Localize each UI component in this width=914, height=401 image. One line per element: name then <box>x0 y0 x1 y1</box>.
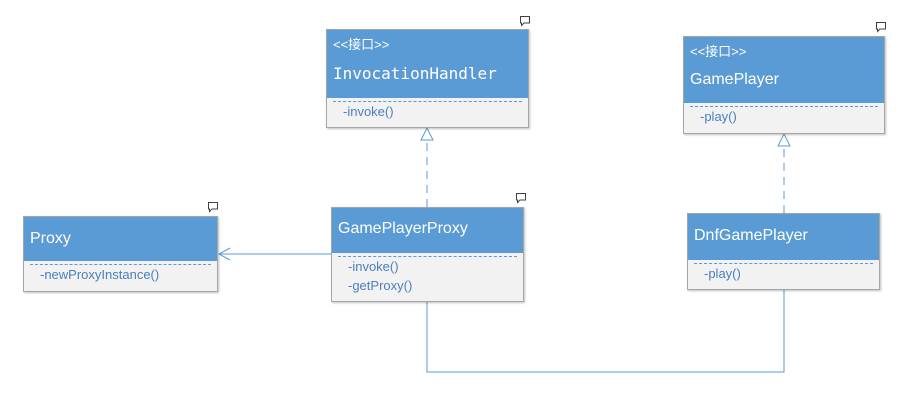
separator <box>30 264 211 265</box>
method-new-proxy-instance: -newProxyInstance() <box>40 267 160 282</box>
method-invoke: -invoke() <box>348 259 399 274</box>
class-name: Proxy <box>30 230 71 247</box>
stereotype-label: <<接口>> <box>333 37 390 52</box>
realization-arrowhead-gameplayer <box>777 132 791 147</box>
comment-icon[interactable] <box>515 192 527 204</box>
class-name: GamePlayer <box>690 71 779 88</box>
stereotype-label: <<接口>> <box>690 44 747 59</box>
class-proxy[interactable]: Proxy -newProxyInstance() <box>23 216 218 292</box>
separator <box>338 256 517 257</box>
separator <box>333 101 522 102</box>
separator <box>690 106 878 107</box>
method-play: -play() <box>704 266 741 281</box>
comment-icon[interactable] <box>519 15 531 27</box>
class-name: GamePlayerProxy <box>338 220 468 237</box>
class-name: DnfGamePlayer <box>694 227 808 244</box>
method-invoke: -invoke() <box>343 104 394 119</box>
class-dnf-game-player[interactable]: DnfGamePlayer -play() <box>687 213 880 290</box>
separator <box>694 263 873 264</box>
comment-icon[interactable] <box>207 201 219 213</box>
dependency-arrowhead-proxy <box>217 247 231 261</box>
class-invocation-handler[interactable]: <<接口>> InvocationHandler -invoke() <box>326 29 529 128</box>
comment-icon[interactable] <box>875 21 887 33</box>
method-get-proxy: -getProxy() <box>348 278 413 293</box>
class-name: InvocationHandler <box>333 64 497 83</box>
realization-arrowhead-handler <box>420 126 434 141</box>
class-game-player-proxy[interactable]: GamePlayerProxy -invoke() -getProxy() <box>331 207 524 302</box>
class-game-player[interactable]: <<接口>> GamePlayer -play() <box>683 36 885 134</box>
method-play: -play() <box>700 109 737 124</box>
association-line-proxy-dnf <box>426 290 785 373</box>
